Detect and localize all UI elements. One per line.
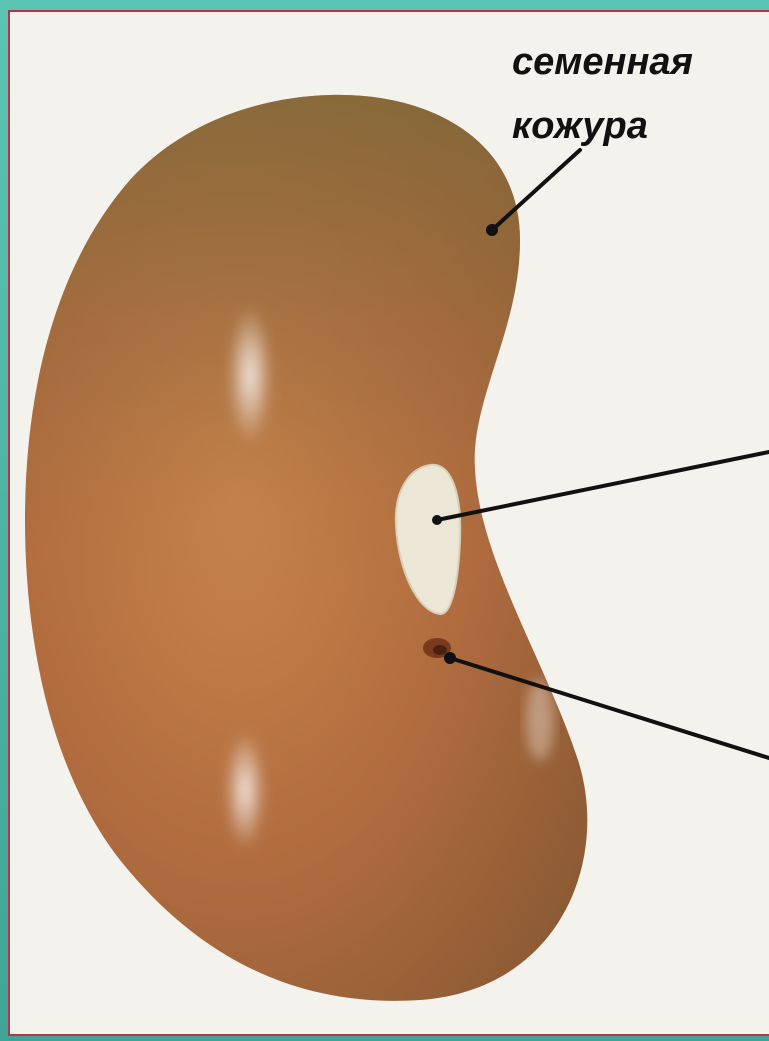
seed-coat-label: семенная — [512, 40, 693, 84]
bean-seed — [25, 95, 587, 1001]
gloss-highlight — [225, 730, 265, 850]
gloss-highlight — [228, 305, 272, 445]
hilum-pointer — [437, 452, 769, 520]
seed-coat-label: кожура — [512, 104, 648, 148]
